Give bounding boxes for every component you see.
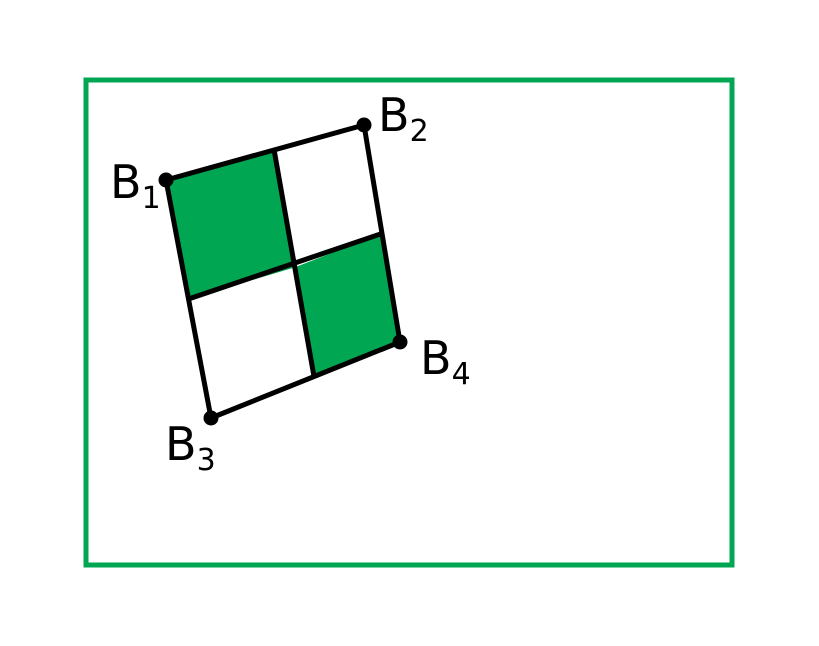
point-b1-label: B1 (110, 155, 161, 216)
checker-grid (163, 122, 403, 421)
point-b4-subscript: 4 (452, 357, 471, 392)
point-b2-dot (356, 117, 372, 133)
corner-points (158, 117, 408, 426)
green-frame (83, 77, 735, 568)
point-b2-label: B2 (378, 88, 429, 149)
point-b1-letter: B (110, 155, 142, 209)
cell-bottom-right (293, 233, 400, 377)
point-b3-dot (203, 410, 219, 426)
point-labels: B1 B2 B3 B4 (110, 88, 471, 478)
cell-bottom-left (188, 268, 315, 418)
point-b1-dot (158, 172, 174, 188)
point-b2-subscript: 2 (410, 114, 429, 149)
point-b3-label: B3 (165, 417, 216, 478)
point-b4-dot (392, 334, 408, 350)
cell-top-left (166, 149, 293, 299)
point-b4-label: B4 (420, 331, 471, 392)
grid-line-horizontal-mid (187, 231, 383, 302)
cell-top-right (274, 125, 382, 268)
point-b2-letter: B (378, 88, 410, 142)
point-b3-subscript: 3 (197, 443, 216, 478)
point-b4-letter: B (420, 331, 452, 385)
point-b1-subscript: 1 (142, 181, 161, 216)
point-b3-letter: B (165, 417, 197, 471)
